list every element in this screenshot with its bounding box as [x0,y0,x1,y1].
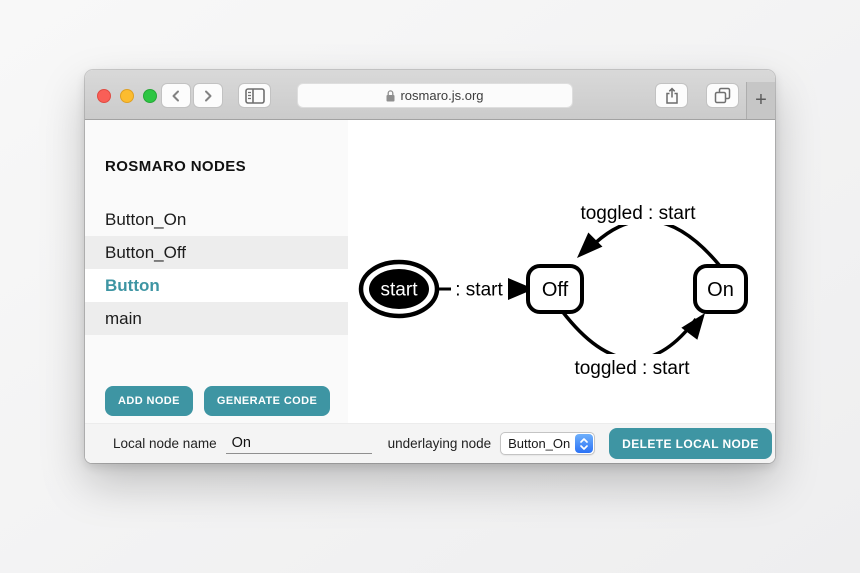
top-label-background [570,199,706,225]
sidebar-panel-icon [244,87,265,104]
start-node[interactable] [369,269,429,309]
on-to-off-arrowhead-icon [577,232,603,258]
sidebar-actions: ADD NODE GENERATE CODE [105,386,331,416]
sidebar-item-main[interactable]: main [85,302,348,335]
underlaying-node-select[interactable]: Button_On [500,432,596,455]
transition-on-to-off-path [588,218,722,268]
bottom-label-background [564,354,700,380]
local-node-name-input[interactable] [225,433,372,454]
state-off-label: Off [542,279,569,301]
entry-arrowhead-icon [508,278,534,300]
sidebar-item-button-off[interactable]: Button_Off [85,236,348,269]
browser-window: rosmaro.js.org + ROSMARO NODES Button_On [85,70,775,463]
transition-off-to-on-path [560,309,698,361]
state-diagram-canvas: start : start Off On toggled : start tog… [358,199,748,380]
share-icon [665,87,678,104]
delete-local-node-button[interactable]: DELETE LOCAL NODE [609,428,772,459]
chevron-left-icon [172,90,179,101]
state-on-node[interactable] [693,264,748,314]
tab-overview-icon [714,87,731,104]
entry-transition-label: : start [455,280,503,301]
state-off-node[interactable] [526,264,584,314]
zoom-window-button[interactable] [143,89,157,103]
node-edit-bar: Local node name underlaying node Button_… [85,423,775,463]
share-button[interactable] [655,83,688,108]
new-tab-button[interactable]: + [746,82,775,119]
close-window-button[interactable] [97,89,111,103]
nodes-sidebar: ROSMARO NODES Button_On Button_Off Butto… [85,120,348,423]
back-button[interactable] [161,83,191,108]
local-node-name-label: Local node name [113,436,217,451]
sidebar-item-button[interactable]: Button [85,269,348,302]
address-bar[interactable]: rosmaro.js.org [297,83,573,108]
add-node-button[interactable]: ADD NODE [105,386,193,416]
start-node-label: start [381,280,419,301]
transition-on-to-off-label: toggled : start [580,203,696,224]
new-tab-label: + [755,89,767,111]
underlaying-node-label: underlaying node [387,436,492,451]
entry-label-background [451,276,509,301]
forward-button[interactable] [193,83,223,108]
state-diagram: start : start Off On toggled : start tog… [348,120,775,423]
sidebar-toggle-button[interactable] [238,83,271,108]
minimize-window-button[interactable] [120,89,134,103]
lock-icon [386,89,395,101]
page-content: ROSMARO NODES Button_On Button_Off Butto… [85,120,775,463]
transition-off-to-on-label: toggled : start [574,358,690,379]
chevron-right-icon [205,90,212,101]
show-tabs-button[interactable] [706,83,739,108]
page-title: ROSMARO NODES [105,158,247,175]
state-on-label: On [707,279,734,301]
sidebar-item-button-on[interactable]: Button_On [105,210,187,229]
off-to-on-arrowhead-icon [681,313,705,340]
underlaying-node-value: Button_On [508,436,571,451]
browser-toolbar: rosmaro.js.org + [85,70,775,120]
node-list: Button_On Button_Off Button main [85,203,348,335]
select-chevrons-icon [575,434,594,453]
generate-code-button[interactable]: GENERATE CODE [203,386,331,416]
url-text: rosmaro.js.org [400,88,484,103]
